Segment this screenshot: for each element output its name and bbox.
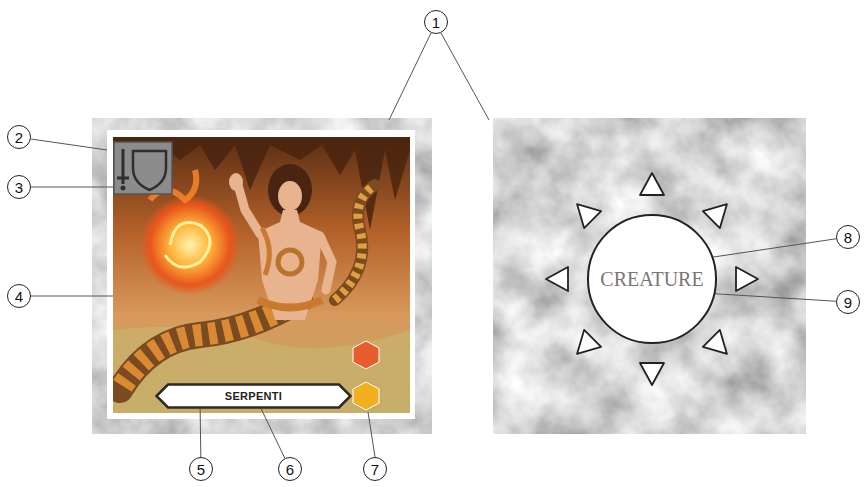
type-disc: CREATURE: [587, 214, 716, 343]
leader-line: [715, 294, 836, 302]
callout-number: 5: [197, 461, 205, 478]
callout-number: 4: [15, 288, 23, 305]
callout-circle: 7: [363, 457, 387, 481]
card-name: SERPENTI: [225, 390, 282, 402]
card-type: CREATURE: [600, 268, 703, 291]
callout-circle: 6: [278, 457, 302, 481]
callout-number: 6: [286, 461, 294, 478]
card-frame: [107, 130, 415, 419]
combat-icon: [114, 142, 172, 194]
callout-number: 1: [432, 14, 440, 31]
direction-triangles: [546, 173, 758, 385]
callout-circle: 1: [424, 10, 448, 34]
callout-number: 2: [15, 129, 23, 146]
name-banner: SERPENTI: [155, 383, 352, 409]
callout-number: 3: [15, 179, 23, 196]
leader-lines: [31, 33, 489, 457]
callout-number: 9: [844, 294, 852, 311]
callout-circle: 5: [189, 457, 213, 481]
callout-circle: 4: [7, 284, 31, 308]
callout-number: 7: [371, 461, 379, 478]
callout-circle: 9: [836, 290, 860, 314]
element-hexagons: [353, 341, 379, 410]
callout-number: 8: [844, 229, 852, 246]
card-back-ground: [493, 118, 806, 434]
callout-circle: 3: [7, 175, 31, 199]
card-front-ground: [92, 118, 432, 434]
leader-line: [712, 239, 836, 257]
callout-circle: 2: [7, 125, 31, 149]
card-illustration: [113, 137, 410, 413]
callout-circle: 8: [836, 225, 860, 249]
leader-line: [261, 409, 285, 459]
leader-line: [200, 409, 202, 457]
